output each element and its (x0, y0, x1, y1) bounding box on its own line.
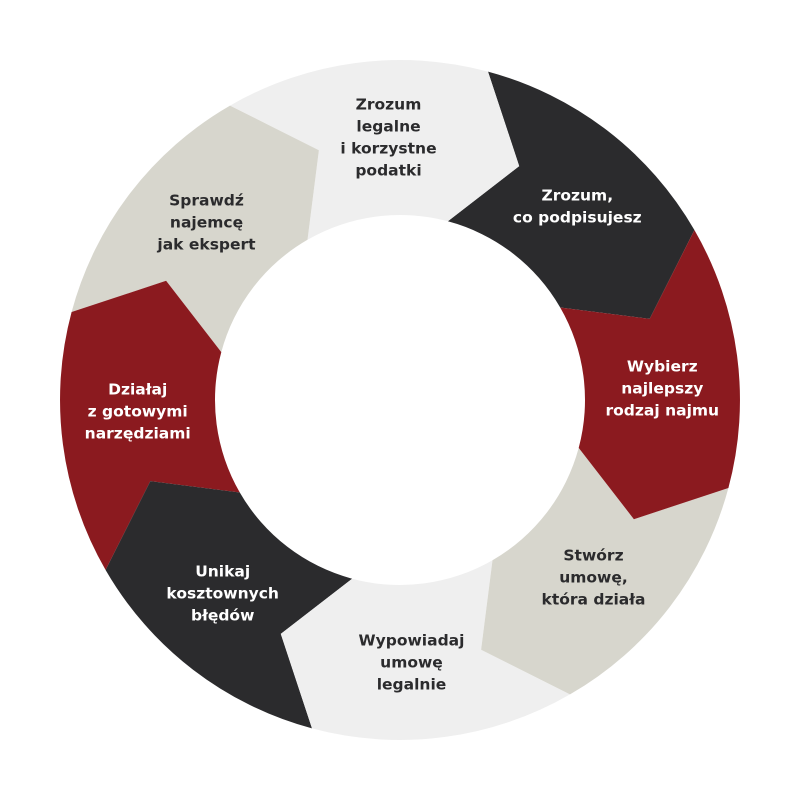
segment-label-line: najlepszy (621, 380, 703, 398)
segment-label-line: z gotowymi (88, 403, 188, 421)
segment-label-line: Zrozum, (541, 187, 613, 205)
segment-label-line: legalne (356, 118, 420, 136)
segment-label-line: Sprawdź (169, 192, 244, 210)
segment-label-line: Stwórz (563, 546, 623, 564)
segment-label-line: umowę (380, 653, 443, 671)
segment-label-line: najemcę (170, 214, 243, 232)
segment-label-dzialaj: Działaj z gotowymi narzędziami (85, 381, 191, 443)
segment-label-line: rodzaj najmu (606, 402, 720, 420)
segment-label-wybierz: Wybierz najlepszy rodzaj najmu (606, 358, 720, 420)
segment-label-stworz: Stwórz umowę, która działa (542, 546, 646, 608)
segment-label-line: legalnie (377, 675, 447, 693)
segment-label-line: Działaj (108, 381, 167, 399)
segment-label-line: błędów (191, 607, 254, 625)
segment-label-line: Wypowiadaj (359, 631, 465, 649)
segment-label-line: podatki (355, 162, 421, 180)
segment-label-line: kosztownych (166, 585, 279, 603)
segment-label-line: która działa (542, 590, 646, 608)
segment-arrow-dzialaj (60, 280, 240, 570)
segment-arrow-sprawdz (71, 105, 319, 353)
segment-label-line: co podpisujesz (513, 209, 642, 227)
segment-label-line: umowę, (559, 568, 628, 586)
segment-arrow-wybierz (560, 230, 740, 520)
segment-label-line: jak ekspert (156, 236, 256, 254)
segment-label-line: Zrozum (356, 96, 422, 114)
segment-label-sprawdz: Sprawdź najemcę jak ekspert (156, 192, 256, 254)
segment-label-line: Unikaj (195, 563, 250, 581)
segment-label-unikaj: Unikaj kosztownych błędów (166, 563, 279, 625)
segment-arrow-zrozum-podpis (447, 71, 695, 319)
segment-arrow-wypowiadaj (280, 560, 570, 740)
segment-label-line: narzędziami (85, 425, 191, 443)
segment-label-wypowiadaj: Wypowiadaj umowę legalnie (359, 631, 465, 693)
segment-arrow-unikaj (105, 481, 353, 729)
segment-arrow-zrozum-podatki (230, 60, 520, 240)
segment-label-zrozum-podatki: Zrozum legalne i korzystne podatki (340, 96, 436, 180)
segment-label-zrozum-podpis: Zrozum, co podpisujesz (513, 187, 642, 227)
segment-label-line: Wybierz (627, 358, 698, 376)
segment-arrow-stworz (481, 447, 729, 695)
segment-label-line: i korzystne (340, 140, 436, 158)
